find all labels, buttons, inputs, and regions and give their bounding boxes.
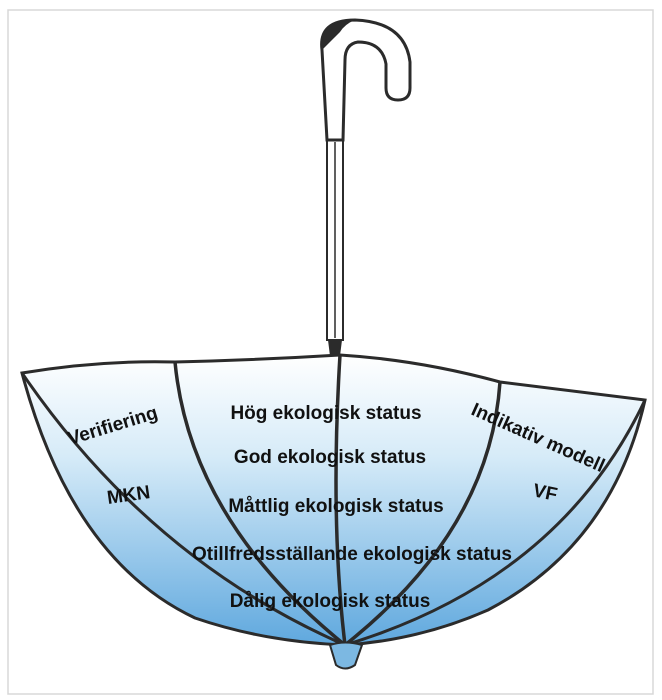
umbrella-handle [322,20,410,140]
label-dalig-ekologisk-status: Dålig ekologisk status [230,591,431,612]
label-god-ekologisk-status: God ekologisk status [234,447,426,468]
label-otillfredsstallande-ekologisk-status: Otillfredsställande ekologisk status [192,544,512,565]
label-mattlig-ekologisk-status: Måttlig ekologisk status [228,496,443,517]
label-hog-ekologisk-status: Hög ekologisk status [230,403,421,424]
shaft-ferrule [328,340,342,356]
umbrella-tip [330,643,362,669]
